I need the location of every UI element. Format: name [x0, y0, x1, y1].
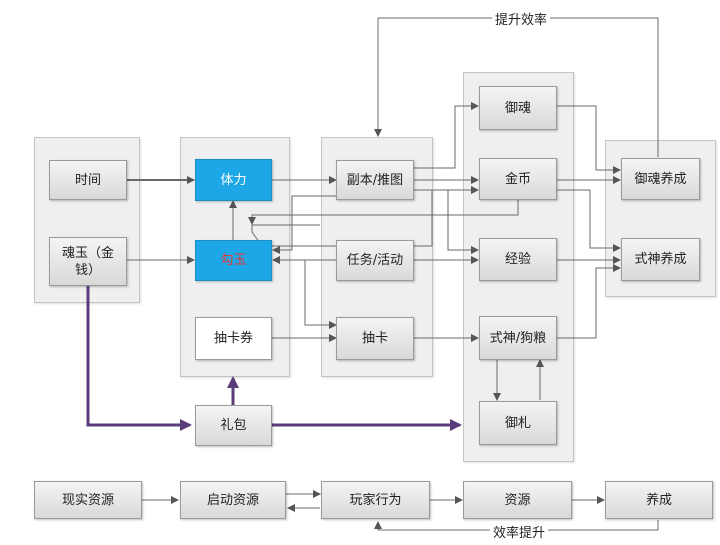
arrow-shishen-shishenyc [557, 264, 621, 339]
arrow-renwu-jinbi [414, 186, 479, 247]
node-tili: 体力 [195, 159, 272, 201]
label-bottom-feedback: 效率提升 [490, 522, 549, 541]
arrow-yuhun-yangcheng [557, 105, 621, 174]
thick-arrow-hunyu-libao [86, 286, 192, 431]
node-yuhun: 御魂 [479, 86, 557, 130]
node-yuzha: 御札 [479, 401, 557, 445]
node-chouka: 抽卡 [336, 317, 414, 360]
node-jinbi: 金币 [479, 158, 557, 200]
arrow-fuben-gouyu [272, 195, 336, 254]
node-shishen-yangcheng: 式神养成 [621, 238, 700, 281]
label-top-feedback: 提升效率 [492, 9, 551, 28]
node-time: 时间 [49, 160, 127, 200]
node-chouka-quan: 抽卡券 [195, 317, 272, 360]
flow-player-behavior: 玩家行为 [321, 481, 430, 519]
arrow-renwu-tili-a [251, 224, 336, 247]
flow-cultivation: 养成 [605, 481, 713, 519]
node-renwu: 任务/活动 [336, 240, 414, 281]
node-hunyu: 魂玉（金钱） [49, 237, 127, 286]
node-jingyan: 经验 [479, 238, 557, 281]
node-yuhun-yangcheng: 御魂养成 [621, 158, 700, 200]
node-libao: 礼包 [195, 405, 272, 446]
node-gouyu: 勾玉 [195, 240, 272, 281]
arrow-jinbi-shishenyc [557, 189, 621, 252]
flow-start-resource: 启动资源 [180, 481, 286, 519]
arrow-gouyu-chouka [304, 260, 337, 329]
node-fuben: 副本/推图 [336, 160, 414, 200]
flow-resource: 资源 [463, 481, 572, 519]
arrow-fuben-yuhun [414, 102, 479, 169]
arrow-jinbi-gouyu [248, 200, 519, 225]
node-shishen-gouliang: 式神/狗粮 [479, 316, 557, 360]
arrow-fuben-jingyan [414, 189, 479, 254]
flow-real-resource: 现实资源 [34, 481, 142, 519]
